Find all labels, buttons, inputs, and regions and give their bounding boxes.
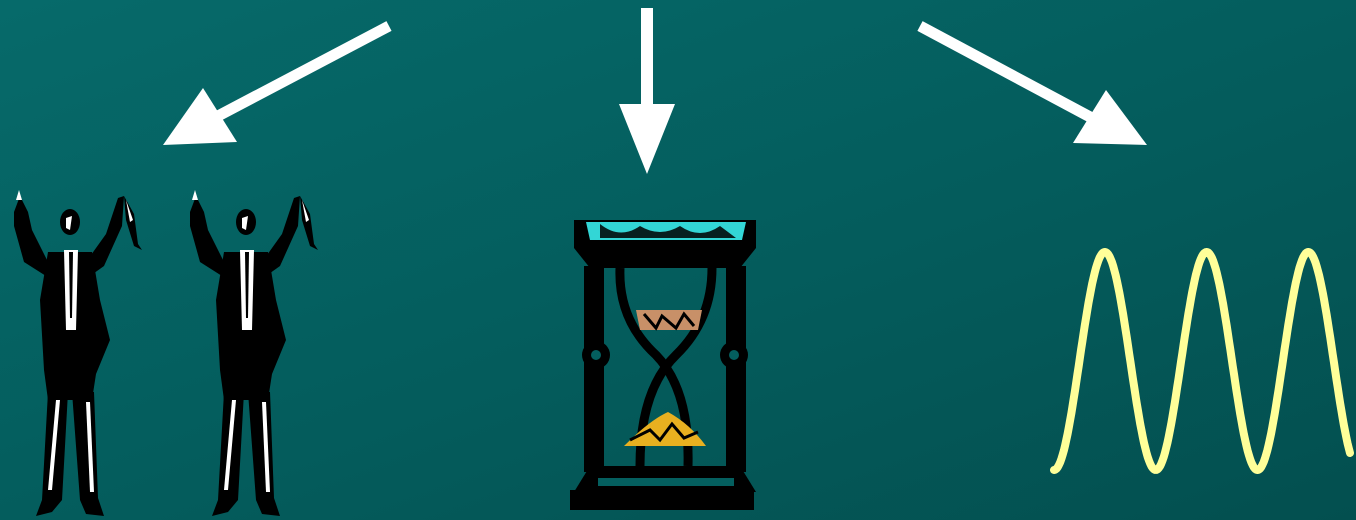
sine-wave-icon [1054, 252, 1350, 470]
